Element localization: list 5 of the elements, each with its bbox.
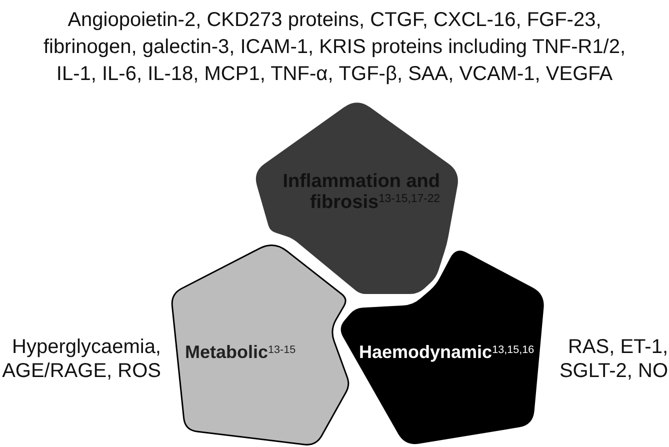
- biomarker-list: Angiopoietin-2, CKD273 proteins, CTGF, CXCL-16, FGF-23, fibrinogen, galectin-3, ICAM-1, KRIS proteins including TNF-R1/2, IL-1, IL-6, IL-18, MCP1, TNF-α, TGF-β, SAA, VCAM-1, VEGFA: [36, 7, 633, 88]
- factor-list: RAS, ET-1, SGLT-2, NO: [555, 335, 668, 383]
- factor-list: Hyperglycaemia, AGE/RAGE, ROS: [0, 335, 161, 383]
- category-label: Metabolic$^{13-15}$: [185, 341, 297, 364]
- category-label: Haemodynamic$^{13,15,16}$: [359, 341, 536, 364]
